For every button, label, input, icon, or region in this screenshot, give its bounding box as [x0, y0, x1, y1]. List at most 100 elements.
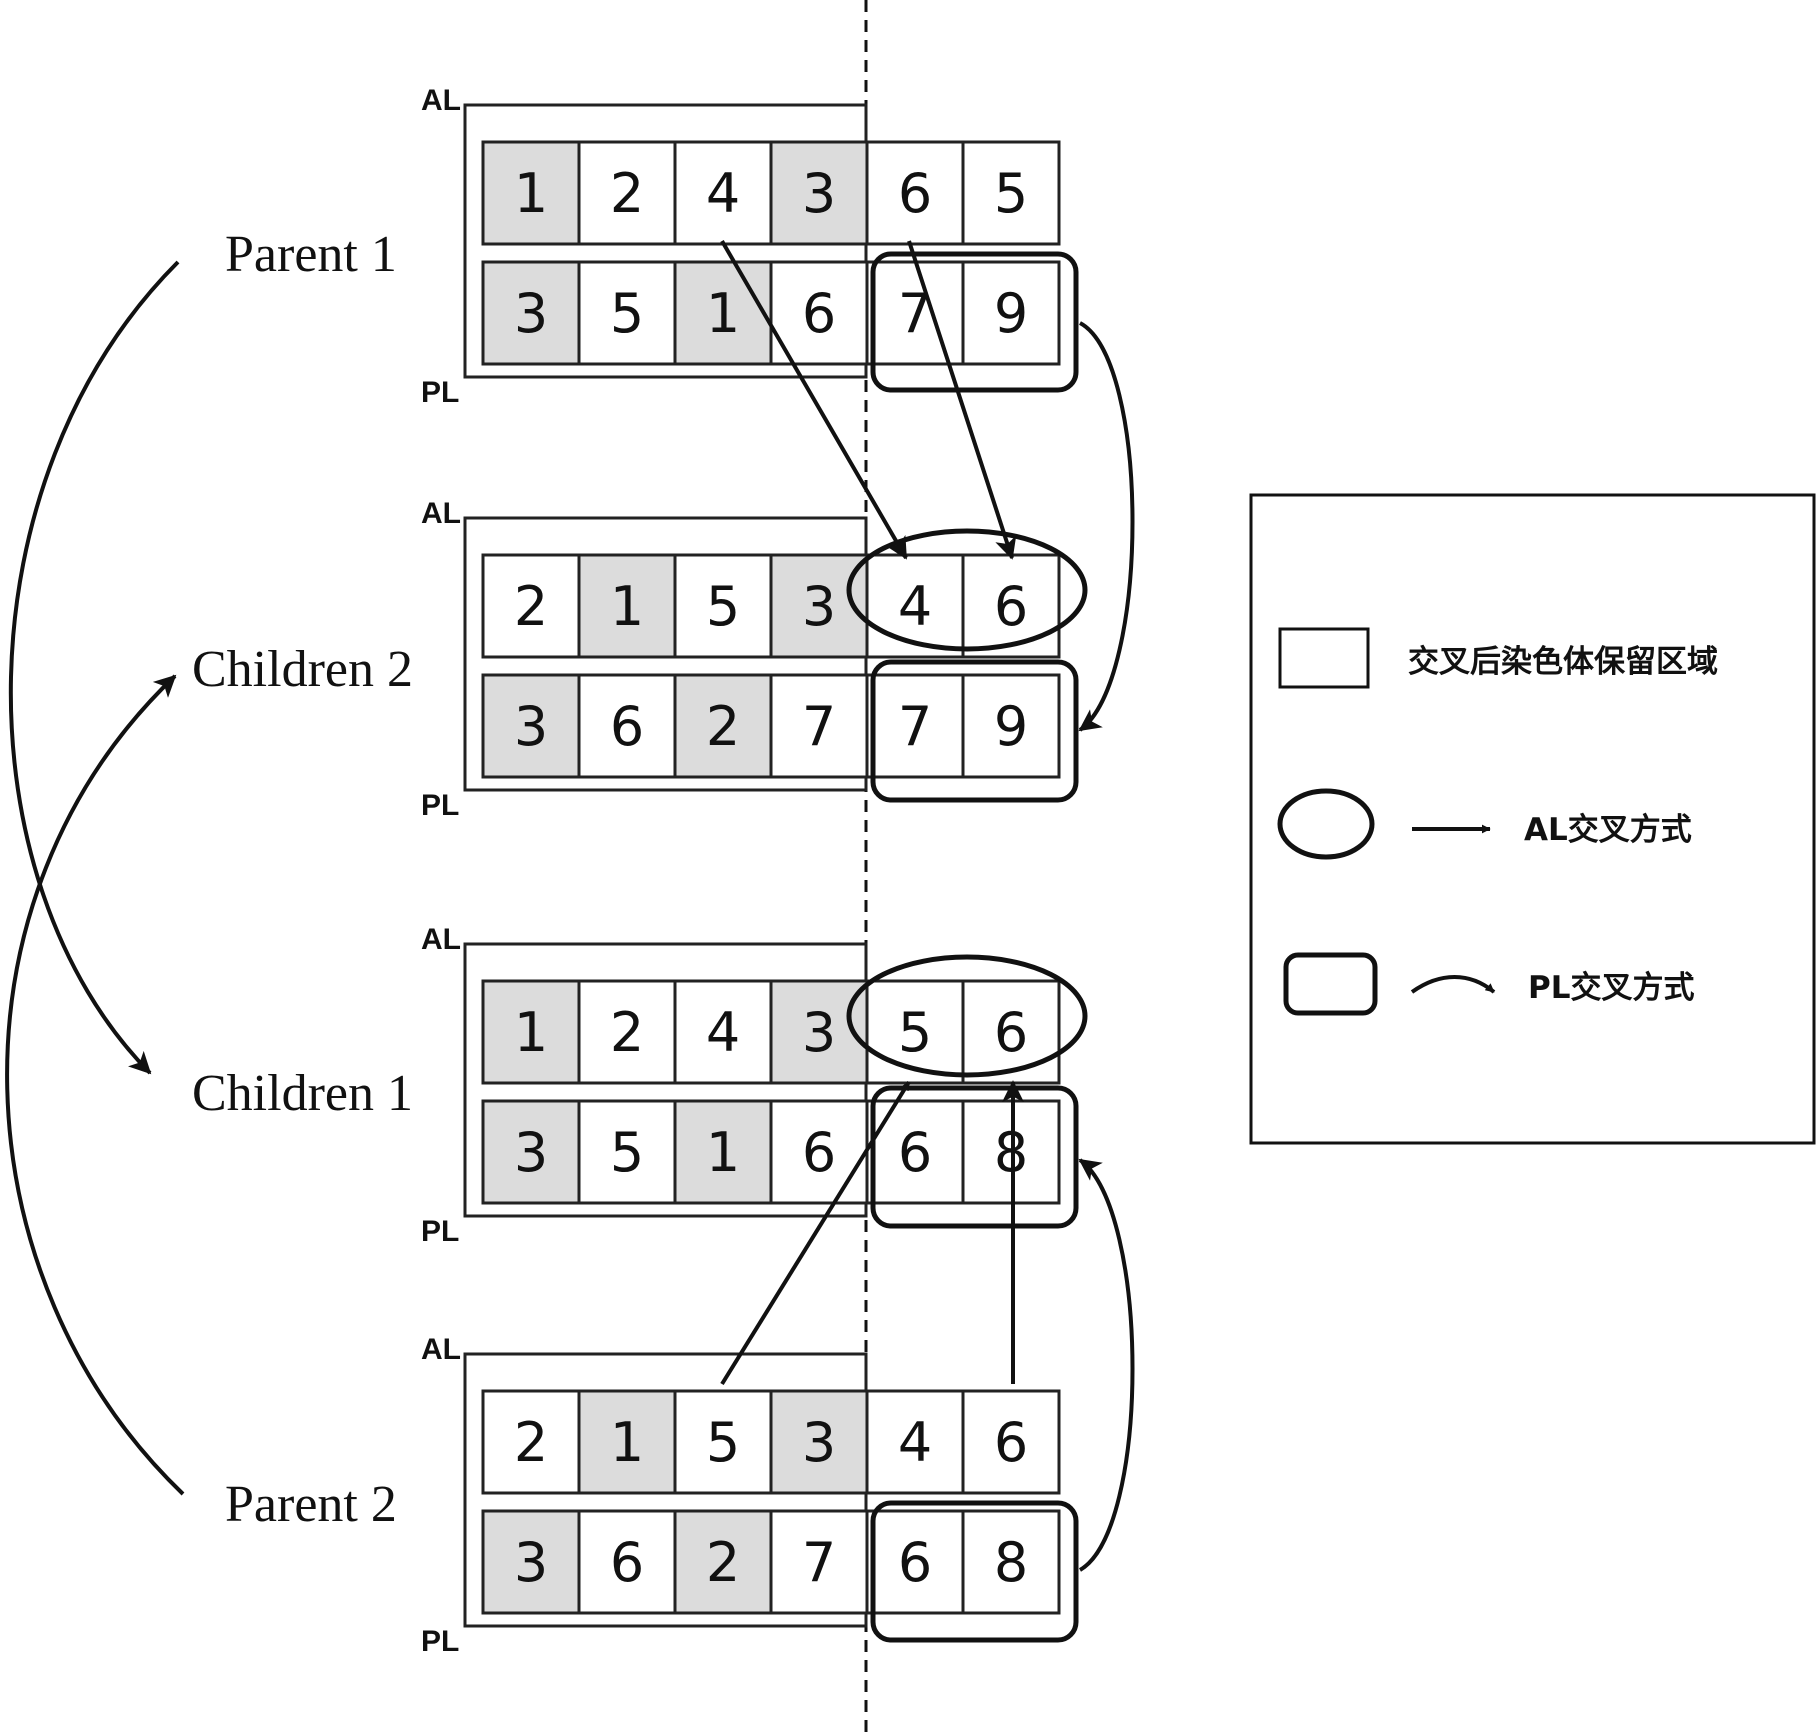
- al-gene-cell-parent-1-6: [961, 140, 1061, 246]
- pl-gene-value-parent-2-2: 6: [610, 1531, 644, 1594]
- pl-label-parent-1: PL: [421, 376, 459, 409]
- pl-gene-value-children-2-4: 7: [802, 695, 836, 758]
- pl-gene-value-children-1-2: 5: [610, 1121, 644, 1184]
- al-gene-cell-children-1-3: [673, 979, 773, 1085]
- al-gene-value-children-1-4: 3: [802, 1001, 836, 1064]
- al-gene-cell-children-2-3: [673, 553, 773, 659]
- pl-gene-value-children-2-5: 7: [898, 695, 932, 758]
- al-gene-value-children-2-6: 6: [994, 575, 1028, 638]
- al-gene-cell-children-2-5: [865, 553, 965, 659]
- label-parent-1: Parent 1: [225, 226, 397, 283]
- al-label-parent-2: AL: [421, 1333, 461, 1366]
- al-gene-value-children-1-1: 1: [514, 1001, 548, 1064]
- pl-label-parent-2: PL: [421, 1625, 459, 1658]
- pl-gene-cell-children-2-4: [769, 673, 869, 779]
- pl-gene-cell-children-1-1: [481, 1099, 581, 1205]
- al-gene-value-parent-1-3: 4: [706, 162, 740, 225]
- pl-gene-cell-children-2-1: [481, 673, 581, 779]
- legend-curved-arrow-icon: [1410, 975, 1496, 994]
- pl-region-box-children-2: [870, 659, 1079, 803]
- al-gene-value-children-2-4: 3: [802, 575, 836, 638]
- al-gene-value-parent-1-1: 1: [514, 162, 548, 225]
- pl-gene-value-parent-1-6: 9: [994, 282, 1028, 345]
- al-gene-cell-parent-1-4: [769, 140, 869, 246]
- pl-gene-value-parent-2-4: 7: [802, 1531, 836, 1594]
- al-gene-value-children-2-5: 4: [898, 575, 932, 638]
- legend-al-crossover-label: AL交叉方式: [1524, 812, 1692, 848]
- al-gene-cell-parent-2-1: [481, 1389, 581, 1495]
- arc-parent1-to-children1: [8, 260, 180, 1075]
- al-gene-value-parent-1-2: 2: [610, 162, 644, 225]
- pl-gene-cell-parent-1-3: [673, 260, 773, 366]
- al-gene-cell-children-1-5: [865, 979, 965, 1085]
- pl-gene-value-children-1-3: 1: [706, 1121, 740, 1184]
- pl-gene-cell-children-2-5: [865, 673, 965, 779]
- pl-region-box-parent-2: [870, 1500, 1079, 1643]
- al-gene-cell-parent-2-5: [865, 1389, 965, 1495]
- al-arrow-parent2-5-to-child1: [720, 1080, 911, 1386]
- label-parent-2: Parent 2: [225, 1476, 397, 1533]
- pl-gene-value-parent-1-2: 5: [610, 282, 644, 345]
- al-arrow-parent1-4-to-child2: [720, 239, 908, 560]
- al-gene-cell-parent-2-2: [577, 1389, 677, 1495]
- al-gene-value-children-2-2: 1: [610, 575, 644, 638]
- legend-roundbox-swatch: [1283, 952, 1378, 1016]
- al-gene-value-children-1-6: 6: [994, 1001, 1028, 1064]
- al-gene-cell-parent-2-3: [673, 1389, 773, 1495]
- pl-curved-arrow-parent2-to-child1: [1078, 1158, 1135, 1572]
- al-gene-value-parent-1-4: 3: [802, 162, 836, 225]
- al-gene-value-parent-2-5: 4: [898, 1411, 932, 1474]
- pl-gene-cell-parent-1-1: [481, 260, 581, 366]
- pl-gene-value-children-2-1: 3: [514, 695, 548, 758]
- al-label-parent-1: AL: [421, 84, 461, 117]
- legend-retained-region-label: 交叉后染色体保留区域: [1408, 644, 1718, 680]
- al-gene-value-parent-2-1: 2: [514, 1411, 548, 1474]
- pl-gene-value-children-1-5: 6: [898, 1121, 932, 1184]
- al-gene-value-parent-2-3: 5: [706, 1411, 740, 1474]
- al-gene-value-children-1-5: 5: [898, 1001, 932, 1064]
- al-gene-value-parent-2-4: 3: [802, 1411, 836, 1474]
- pl-region-box-children-1: [870, 1085, 1079, 1229]
- al-gene-value-children-1-3: 4: [706, 1001, 740, 1064]
- pl-gene-value-children-1-4: 6: [802, 1121, 836, 1184]
- pl-gene-cell-parent-1-2: [577, 260, 677, 366]
- al-gene-value-parent-2-6: 6: [994, 1411, 1028, 1474]
- al-gene-cell-parent-1-3: [673, 140, 773, 246]
- pl-region-box-parent-1: [870, 251, 1079, 393]
- pl-gene-cell-parent-2-1: [481, 1509, 581, 1615]
- al-gene-cell-children-1-1: [481, 979, 581, 1085]
- label-children-1: Children 1: [192, 1065, 413, 1122]
- al-gene-value-children-2-3: 5: [706, 575, 740, 638]
- pl-gene-cell-children-1-5: [865, 1099, 965, 1205]
- pl-gene-cell-parent-2-6: [961, 1509, 1061, 1615]
- pl-gene-value-parent-2-1: 3: [514, 1531, 548, 1594]
- pl-gene-value-children-2-2: 6: [610, 695, 644, 758]
- pl-gene-value-parent-1-4: 6: [802, 282, 836, 345]
- pl-curved-arrow-parent1-to-child2: [1078, 321, 1135, 732]
- pl-gene-value-parent-1-1: 3: [514, 282, 548, 345]
- legend-retained-region-swatch: [1278, 627, 1370, 689]
- al-gene-cell-children-2-2: [577, 553, 677, 659]
- pl-gene-cell-children-2-6: [961, 673, 1061, 779]
- legend-ellipse-swatch: [1277, 788, 1375, 860]
- pl-gene-value-children-2-6: 9: [994, 695, 1028, 758]
- pl-gene-cell-parent-1-6: [961, 260, 1061, 366]
- al-gene-value-parent-2-2: 1: [610, 1411, 644, 1474]
- pl-gene-cell-parent-2-4: [769, 1509, 869, 1615]
- al-gene-cell-children-2-6: [961, 553, 1061, 659]
- pl-gene-cell-parent-2-2: [577, 1509, 677, 1615]
- al-gene-value-children-1-2: 2: [610, 1001, 644, 1064]
- pl-gene-cell-children-1-4: [769, 1099, 869, 1205]
- pl-label-children-2: PL: [421, 789, 459, 822]
- al-label-children-2: AL: [421, 497, 461, 530]
- legend-pl-crossover-label: PL交叉方式: [1528, 970, 1694, 1006]
- al-gene-cell-parent-2-6: [961, 1389, 1061, 1495]
- al-arrow-parent1-6-to-child2: [907, 240, 1017, 560]
- label-children-2: Children 2: [192, 641, 413, 698]
- legend-frame: [1249, 493, 1816, 1145]
